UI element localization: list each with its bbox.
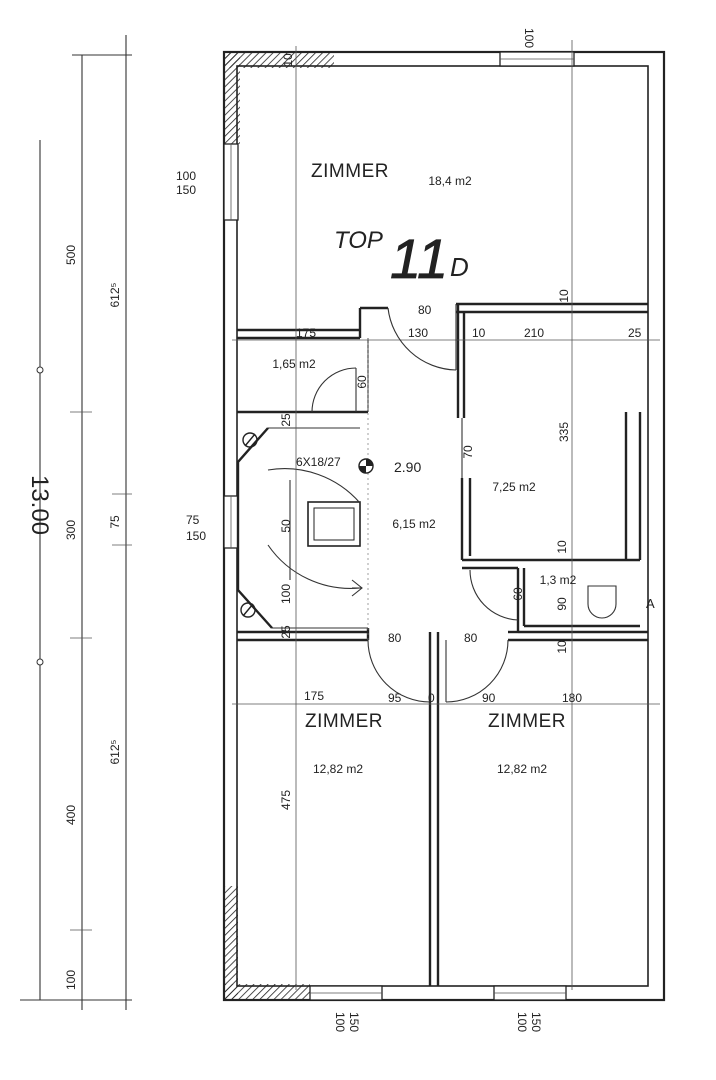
window-label-bottom-right-2: 150 [529, 1012, 543, 1032]
dim-80-top: 80 [418, 303, 432, 317]
dim-70: 70 [461, 445, 475, 459]
dim-335: 335 [557, 422, 571, 442]
dim-0: 0 [428, 691, 435, 705]
window-label-left-mid-2: 150 [186, 529, 206, 543]
room-name-zimmer-southwest: ZIMMER [305, 711, 383, 732]
dim-25-c: 25 [279, 625, 293, 639]
dim-80-left-door: 80 [388, 631, 402, 645]
dimension-lines [232, 40, 660, 990]
chimney-icon [240, 432, 258, 618]
overall-dimension: 13.00 [26, 475, 53, 535]
dim-175-top: 175 [296, 326, 316, 340]
section-marker-a: A [646, 596, 655, 611]
window-label-left-top-2: 150 [176, 183, 196, 197]
window-label-bottom-left-1: 100 [333, 1012, 347, 1032]
unit-number: 11 [390, 227, 448, 290]
dim-60-b: 60 [511, 587, 525, 601]
dim-90-wc: 90 [555, 597, 569, 611]
dim-10-d: 10 [555, 640, 569, 654]
ceiling-height-marker-icon [358, 458, 374, 474]
unit-top-text: TOP [334, 227, 383, 254]
interior-walls [236, 302, 648, 986]
dim-612-upper: 612⁵ [108, 282, 122, 307]
dim-100-bottom: 100 [64, 970, 78, 990]
room-area-bath: 7,25 m2 [492, 480, 536, 494]
unit-label: TOP 11 D [334, 227, 469, 291]
windows [223, 51, 575, 1001]
fixtures [240, 432, 617, 619]
window-label-left-mid-1: 75 [186, 513, 200, 527]
ceiling-height: 2.90 [394, 459, 421, 475]
dim-612-lower: 612⁵ [108, 739, 122, 764]
dim-100-stair: 100 [279, 584, 293, 604]
room-area-wc: 1,3 m2 [540, 573, 577, 587]
dim-75-left: 75 [108, 515, 122, 529]
dim-25-b: 25 [279, 413, 293, 427]
dim-10-c: 10 [555, 540, 569, 554]
toilet-icon [587, 585, 617, 619]
dim-175-bottom: 175 [304, 689, 324, 703]
dim-60-a: 60 [355, 375, 369, 389]
dim-180: 180 [562, 691, 582, 705]
dim-25-a: 25 [628, 326, 642, 340]
room-area-zimmer-north: 18,4 m2 [428, 174, 472, 188]
dim-80-right-door: 80 [464, 631, 478, 645]
dim-10-top-b: 10 [557, 289, 571, 303]
dim-90-bottom: 90 [482, 691, 496, 705]
window-label-bottom-left-2: 150 [347, 1012, 361, 1032]
left-dimension-chains [20, 35, 132, 1010]
dim-500: 500 [64, 245, 78, 265]
dim-10-a: 10 [472, 326, 486, 340]
dim-95: 95 [388, 691, 402, 705]
dim-210: 210 [524, 326, 544, 340]
room-area-hall: 6,15 m2 [392, 517, 436, 531]
unit-letter: D [450, 252, 469, 282]
dim-400: 400 [64, 805, 78, 825]
stair-label: 6X18/27 [296, 455, 341, 469]
room-name-zimmer-north: ZIMMER [311, 161, 389, 182]
dim-130: 130 [408, 326, 428, 340]
dim-50: 50 [279, 519, 293, 533]
dim-300: 300 [64, 520, 78, 540]
window-label-top-right: 100 [522, 28, 536, 48]
dim-475: 475 [279, 790, 293, 810]
dim-10-top-a: 10 [281, 53, 295, 67]
room-area-storage: 1,65 m2 [272, 357, 316, 371]
room-area-zimmer-southeast: 12,82 m2 [497, 762, 547, 776]
room-area-zimmer-southwest: 12,82 m2 [313, 762, 363, 776]
doors [311, 304, 519, 703]
room-name-zimmer-southeast: ZIMMER [488, 711, 566, 732]
window-label-bottom-right-1: 100 [515, 1012, 529, 1032]
window-label-left-top-1: 100 [176, 169, 196, 183]
